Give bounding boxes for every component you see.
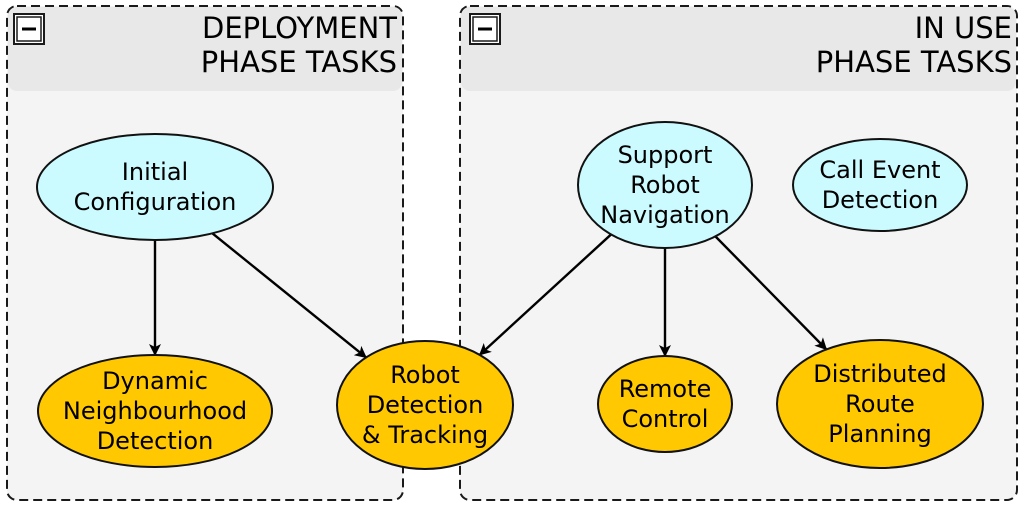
node-label-line: Detection (822, 186, 939, 214)
node-ellipse (577, 121, 753, 249)
node-label-line: Detection (97, 427, 214, 455)
collapse-button[interactable] (13, 13, 45, 45)
group-title-line: IN USE (915, 11, 1012, 45)
collapse-button-inner (16, 16, 42, 42)
collapse-button-inner (472, 16, 498, 42)
node-label-line: Initial (122, 158, 188, 186)
collapse-button[interactable] (469, 13, 501, 45)
node-label-line: Route (845, 390, 915, 418)
node-label-line: Navigation (600, 201, 729, 229)
node-label-line: Distributed (813, 360, 946, 388)
node-label-line: & Tracking (362, 421, 488, 449)
group-title-line: PHASE TASKS (816, 45, 1012, 79)
edge-initial-configuration-to-robot-detection-tracking (211, 232, 367, 359)
node-label-line: Control (622, 405, 709, 433)
node-label-line: Support (618, 141, 713, 169)
node-ellipse (792, 138, 968, 232)
node-label-line: Planning (828, 420, 931, 448)
node-label-line: Detection (367, 391, 484, 419)
node-label-line: Robot (630, 171, 700, 199)
group-header (461, 7, 1016, 91)
node-label-line: Remote (619, 375, 712, 403)
node-ellipse (36, 133, 274, 241)
group-title-line: PHASE TASKS (201, 45, 397, 79)
node-label-line: Dynamic (102, 367, 208, 395)
edge-support-robot-navigation-to-distributed-route-planning (714, 235, 828, 351)
node-ellipse (37, 354, 273, 468)
node-label-line: Robot (390, 361, 460, 389)
nodes-layer: InitialConfigurationDynamicNeighbourhood… (36, 121, 984, 470)
group-header (8, 7, 402, 91)
group-title-line: DEPLOYMENT (202, 11, 397, 45)
node-label-line: Configuration (74, 188, 237, 216)
node-ellipse (776, 339, 984, 469)
node-label-line: Call Event (819, 156, 940, 184)
edges-layer (149, 232, 828, 359)
node-ellipse (336, 340, 514, 470)
edge-support-robot-navigation-to-robot-detection-tracking (478, 233, 612, 356)
node-ellipse (597, 355, 733, 453)
node-label-line: Neighbourhood (63, 397, 247, 425)
